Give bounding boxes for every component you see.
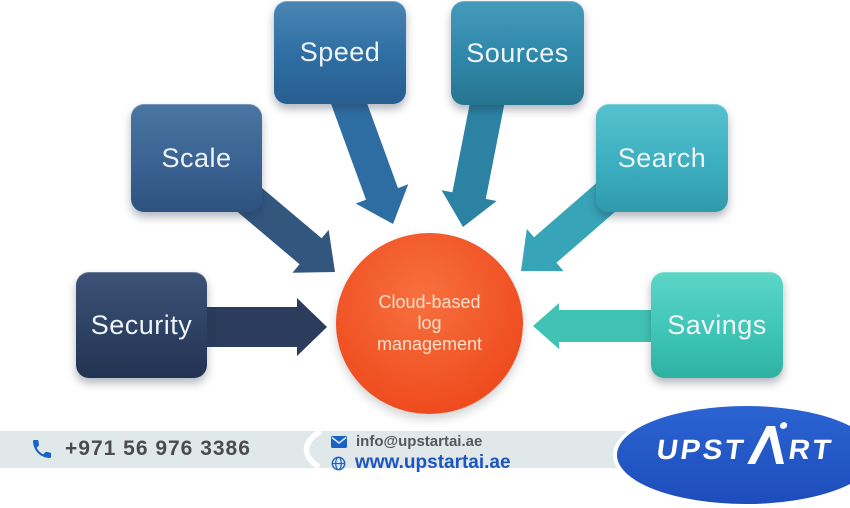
phone-icon — [33, 440, 51, 458]
node-label-savings: Savings — [667, 309, 767, 340]
diagram-node-search: Search — [596, 104, 728, 212]
node-label-search: Search — [617, 142, 707, 173]
diagram-node-security: Security — [76, 272, 207, 378]
diagram-node-sources: Sources — [451, 1, 584, 105]
speed-arrow — [331, 92, 409, 224]
node-label-security: Security — [90, 309, 193, 340]
email-contact[interactable]: info@upstartai.ae — [331, 433, 511, 450]
sources-arrow — [441, 95, 505, 227]
logo-stylized-a-icon — [746, 422, 787, 465]
footer-divider-swoosh — [303, 430, 323, 468]
security-arrow — [204, 298, 327, 356]
savings-arrow — [533, 303, 656, 349]
center-node-cloud-log-management: Cloud-based log management — [336, 233, 523, 414]
website-url: www.upstartai.ae — [355, 452, 511, 473]
logo-text-after: RT — [786, 433, 836, 465]
center-line-2: log — [417, 313, 442, 333]
brand-logo-text: UPST RT — [654, 422, 837, 465]
diagram-node-scale: Scale — [131, 104, 262, 212]
diagram-node-savings: Savings — [651, 272, 783, 378]
envelope-icon — [331, 435, 347, 448]
diagram-node-speed: Speed — [274, 1, 406, 104]
globe-icon — [331, 456, 346, 470]
node-label-sources: Sources — [466, 37, 569, 68]
website-contact[interactable]: www.upstartai.ae — [331, 452, 511, 474]
center-line-1: Cloud-based — [378, 292, 481, 312]
phone-number: +971 56 976 3386 — [65, 437, 251, 460]
node-label-speed: Speed — [299, 37, 381, 67]
node-label-scale: Scale — [161, 142, 232, 173]
email-address: info@upstartai.ae — [356, 433, 483, 450]
phone-contact[interactable]: +971 56 976 3386 — [30, 437, 251, 461]
center-line-3: management — [376, 334, 483, 354]
logo-text-before: UPST — [654, 433, 749, 465]
brand-logo: UPST RT — [613, 402, 850, 508]
